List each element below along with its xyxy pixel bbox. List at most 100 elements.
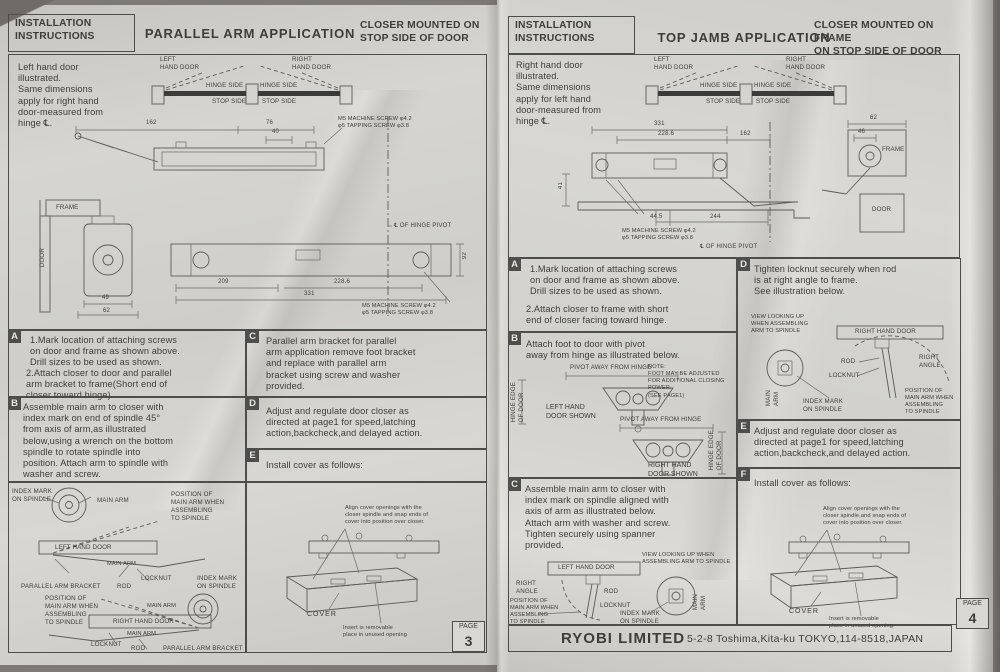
right-angle-label: RIGHT ANGLE bbox=[919, 354, 941, 370]
door-label: DOOR bbox=[872, 206, 892, 213]
frame-label: FRAME bbox=[882, 146, 905, 153]
dim-92: 92 bbox=[462, 252, 468, 260]
cover-install-diagram: Align cover openings with the closer spi… bbox=[246, 482, 487, 653]
parallel-arm-bracket-label-1: PARALLEL ARM BRACKET bbox=[21, 583, 101, 590]
section-d-text: Adjust and regulate door closer as direc… bbox=[266, 406, 423, 439]
spindle-assembly-art bbox=[537, 561, 696, 621]
section-e-box bbox=[246, 449, 487, 482]
intro-text: Left hand door illustrated. Same dimensi… bbox=[18, 62, 104, 129]
section-c-letter: C bbox=[508, 478, 521, 491]
right-hand-door-label: RIGHT HAND DOOR bbox=[786, 56, 826, 72]
door-swing-art bbox=[645, 65, 847, 105]
section-f-letter: F bbox=[737, 468, 750, 481]
cover-align-note: Align cover openings with the closer spi… bbox=[823, 506, 907, 527]
section-b-letter: B bbox=[8, 397, 21, 410]
company-address: 5-2-8 Toshima,Kita-ku TOKYO,114-8518,JAP… bbox=[687, 633, 924, 645]
section-b-box bbox=[8, 397, 246, 482]
left-hand-door-bar-label: LEFT HAND DOOR bbox=[558, 564, 615, 571]
machine-screw-note-bottom: M5 MACHINE SCREW φ4.2 φ5 TAPPING SCREW φ… bbox=[362, 303, 436, 317]
door-swing-diagram: LEFT HAND DOOR RIGHT HAND DOOR HINGE SID… bbox=[146, 56, 358, 124]
locknut-art bbox=[766, 325, 950, 399]
view-looking-up-label: VIEW LOOKING UP WHEN ASSEMBLING ARM TO S… bbox=[751, 314, 809, 335]
section-e-box bbox=[737, 420, 961, 468]
stop-side-right-label: STOP SIDE bbox=[756, 98, 791, 105]
machine-screw-note: M5 MACHINE SCREW φ4.2 φ5 TAPPING SCREW φ… bbox=[622, 228, 696, 242]
position-label: POSITION OF MAIN ARM WHEN ASSEMBLING TO … bbox=[510, 598, 559, 626]
rod-label-1: ROD bbox=[117, 583, 132, 590]
spindle-assembly-diagram: LEFT HAND DOOR RIGHT ANGLE ROD LOCKNUT P… bbox=[508, 552, 737, 626]
section-a-text-2: 2.Attach closer to frame with short end … bbox=[526, 304, 669, 326]
drawing-panel bbox=[8, 54, 487, 330]
right-hand-door-bar-label: RIGHT HAND DOOR bbox=[855, 328, 916, 335]
arm-assembly-diagram: INDEX MARK ON SPINDLE MAIN ARM POSITION … bbox=[8, 482, 246, 653]
page-title: TOP JAMB APPLICATION bbox=[657, 30, 831, 45]
section-d-letter: D bbox=[246, 397, 259, 410]
header-note: CLOSER MOUNTED ON FRAME ON STOP SIDE OF … bbox=[814, 20, 942, 57]
position-label-2: POSITION OF MAIN ARM WHEN ASSEMBLING TO … bbox=[45, 595, 99, 627]
dim-46: 46 bbox=[858, 129, 866, 135]
locknut-label-1: LOCKNUT bbox=[141, 575, 172, 582]
index-mark-label-2: INDEX MARK ON SPINDLE bbox=[197, 575, 238, 591]
hinge-pivot-centerline-label: ℄ OF HINGE PIVOT bbox=[700, 244, 758, 250]
cover-install-art bbox=[285, 528, 440, 624]
cover-align-note: Align cover openings with the closer spi… bbox=[345, 505, 429, 526]
section-b-text: Attach foot to door with pivot away from… bbox=[526, 339, 680, 361]
section-f-box bbox=[737, 468, 961, 625]
view-looking-up-label: VIEW LOOKING UP WHEN ASSEMBLING ARM TO S… bbox=[642, 552, 731, 566]
machine-screw-note-top: M5 MACHINE SCREW φ4.2 φ5 TAPPING SCREW φ… bbox=[338, 116, 412, 130]
main-arm-label-4: MAIN ARM bbox=[127, 631, 156, 637]
right-angle-label: RIGHT ANGLE bbox=[516, 580, 538, 596]
page-number-box: PAGE 3 bbox=[452, 621, 485, 652]
locknut-label-2: LOCKNUT bbox=[91, 641, 122, 648]
arm-assembly-art bbox=[38, 487, 219, 650]
dim-228-6: 228.6 bbox=[658, 131, 675, 137]
technical-drawing-art bbox=[562, 120, 907, 242]
section-c-box bbox=[246, 330, 487, 397]
installation-instructions-label: INSTALLATION INSTRUCTIONS bbox=[515, 20, 595, 44]
parallel-arm-bracket-label-2: PARALLEL ARM BRACKET bbox=[163, 645, 243, 652]
dim-41: 41 bbox=[558, 182, 564, 190]
technical-drawing-art bbox=[39, 116, 464, 319]
hinge-edge-label-1: HINGE EDGE OF DOOR bbox=[510, 382, 526, 423]
footer-bar: RYOBI LIMITED 5-2-8 Toshima,Kita-ku TOKY… bbox=[508, 625, 952, 652]
dim-44-5: 44.5 bbox=[650, 214, 663, 220]
main-arm-label: MAIN ARM bbox=[692, 594, 708, 611]
locknut-label: LOCKNUT bbox=[600, 602, 631, 609]
dim-209: 209 bbox=[218, 279, 229, 285]
hinge-side-right-label: HINGE SIDE bbox=[754, 82, 792, 89]
foot-pivot-diagram: PIVOT AWAY FROM HINGE HINGE EDGE OF DOOR… bbox=[508, 362, 737, 478]
rod-label: ROD bbox=[604, 588, 619, 595]
header-label-box: INSTALLATION INSTRUCTIONS bbox=[8, 14, 135, 52]
door-swing-art bbox=[151, 65, 353, 105]
index-mark-label-1: INDEX MARK ON SPINDLE bbox=[12, 488, 53, 504]
locknut-diagram: VIEW LOOKING UP WHEN ASSEMBLING ARM TO S… bbox=[737, 306, 961, 418]
intro-text: Right hand door illustrated. Same dimens… bbox=[516, 60, 602, 127]
section-d-text: Tighten locknut securely when rod is at … bbox=[754, 264, 897, 297]
section-e-letter: E bbox=[737, 420, 750, 433]
stop-side-left-label: STOP SIDE bbox=[212, 98, 247, 105]
door-swing-diagram: LEFT HAND DOOR RIGHT HAND DOOR HINGE SID… bbox=[640, 56, 852, 124]
section-a-text-2: 2.Attach closer to door and parallel arm… bbox=[26, 368, 172, 401]
page-number: 3 bbox=[464, 633, 473, 649]
index-mark-label: INDEX MARK ON SPINDLE bbox=[803, 398, 844, 414]
dim-76: 76 bbox=[266, 120, 274, 126]
section-e-text: Install cover as follows: bbox=[266, 460, 363, 470]
section-a-letter: A bbox=[8, 330, 21, 343]
left-hand-door-label: LEFT HAND DOOR bbox=[160, 56, 200, 72]
section-b-letter: B bbox=[508, 332, 521, 345]
section-a-text-1: 1.Mark location of attaching screws on d… bbox=[530, 264, 680, 297]
stop-side-right-label: STOP SIDE bbox=[262, 98, 297, 105]
hinge-side-left-label: HINGE SIDE bbox=[206, 82, 244, 89]
position-label: POSITION OF MAIN ARM WHEN ASSEMBLING TO … bbox=[905, 388, 954, 416]
company-name: RYOBI LIMITED bbox=[561, 630, 686, 647]
installation-instructions-label: INSTALLATION INSTRUCTIONS bbox=[15, 18, 95, 42]
section-e-letter: E bbox=[246, 449, 259, 462]
main-arm-label-1: MAIN ARM bbox=[97, 497, 129, 504]
locknut-label: LOCKNUT bbox=[829, 372, 860, 379]
rod-label-2: ROD bbox=[131, 645, 146, 652]
cover-insert-note: Insert is removable place in unused open… bbox=[343, 625, 407, 639]
section-c-letter: C bbox=[246, 330, 259, 343]
door-label: DOOR bbox=[39, 248, 46, 268]
pivot-away-label-2: PIVOT AWAY FROM HINGE bbox=[620, 416, 702, 423]
